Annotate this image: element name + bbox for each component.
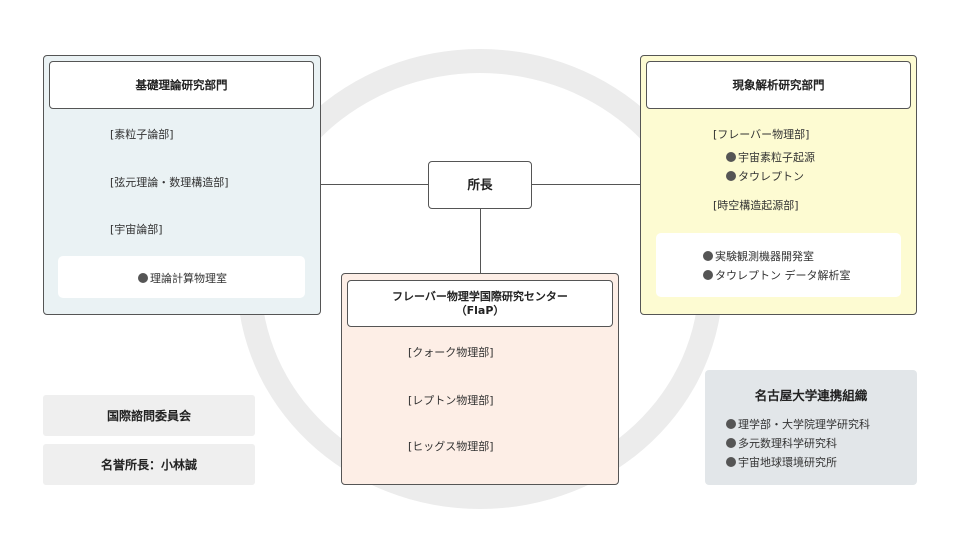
- phenomena-flavor-item-cosmic: 宇宙素粒子起源: [726, 149, 815, 165]
- phenomena-lab-tau-analysis: タウレプトン データ解析室: [703, 267, 851, 283]
- basic-theory-group-cosmology: [宇宙論部]: [110, 223, 163, 236]
- phenomena-lab-instrument: 実験観測機器開発室: [703, 248, 814, 264]
- phenomena-title[interactable]: 現象解析研究部門: [646, 61, 911, 109]
- nagoya-item-science: 理学部・大学院理学研究科: [726, 416, 870, 432]
- nagoya-item-math: 多元数理科学研究科: [726, 435, 837, 451]
- advisory-committee-box[interactable]: 国際諮問委員会: [43, 395, 255, 436]
- basic-theory-title[interactable]: 基礎理論研究部門: [49, 61, 314, 109]
- phenomena-group-spacetime: [時空構造起源部]: [713, 199, 799, 212]
- connector-director-left: [320, 184, 429, 185]
- bullet-icon: [703, 251, 713, 261]
- nagoya-item-isee: 宇宙地球環境研究所: [726, 454, 837, 470]
- honorary-director-box: 名誉所長：小林誠: [43, 444, 255, 485]
- basic-theory-lab-panel: [58, 256, 305, 298]
- flap-group-higgs: [ヒッグス物理部]: [408, 440, 494, 453]
- nagoya-partners-title: 名古屋大学連携組織: [754, 388, 868, 403]
- bullet-icon: [703, 270, 713, 280]
- director-box[interactable]: 所長: [428, 161, 532, 209]
- flap-group-quark: [クォーク物理部]: [408, 346, 494, 359]
- phenomena-flavor-item-tau: タウレプトン: [726, 168, 804, 184]
- flap-title[interactable]: フレーバー物理学国際研究センター （FlaP）: [347, 280, 613, 327]
- phenomena-lab-panel: [656, 233, 901, 297]
- phenomena-group-flavor: [フレーバー物理部]: [713, 128, 810, 141]
- connector-director-right: [531, 184, 640, 185]
- basic-theory-lab-item: 理論計算物理室: [138, 270, 227, 286]
- bullet-icon: [138, 273, 148, 283]
- bullet-icon: [726, 171, 736, 181]
- bullet-icon: [726, 457, 736, 467]
- basic-theory-group-particle: [素粒子論部]: [110, 128, 174, 141]
- basic-theory-group-string: [弦元理論・数理構造部]: [110, 176, 229, 189]
- bullet-icon: [726, 438, 736, 448]
- connector-director-down: [480, 208, 481, 274]
- director-label: 所長: [467, 177, 493, 192]
- bullet-icon: [726, 152, 736, 162]
- nagoya-partners-box: [705, 370, 917, 485]
- flap-group-lepton: [レプトン物理部]: [408, 394, 494, 407]
- bullet-icon: [726, 419, 736, 429]
